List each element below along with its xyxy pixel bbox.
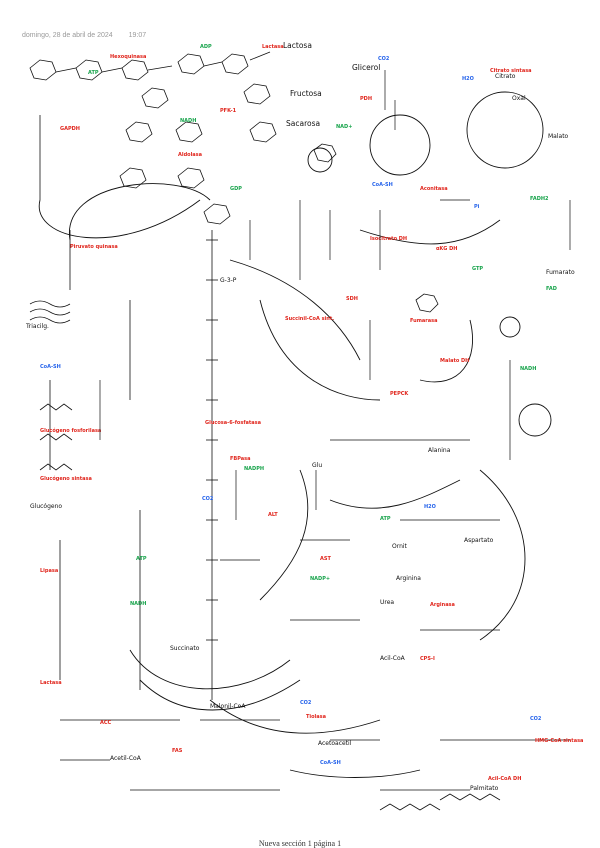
svg-text:H2O: H2O: [462, 76, 474, 82]
svg-text:Lactasa: Lactasa: [40, 680, 62, 686]
svg-text:ATP: ATP: [88, 70, 99, 76]
svg-text:Isocitrato DH: Isocitrato DH: [370, 236, 407, 242]
svg-text:Hexoquinasa: Hexoquinasa: [110, 54, 146, 60]
header-date: domingo, 28 de abril de 2024: [22, 32, 113, 39]
label-aspartato: Aspartato: [464, 537, 494, 544]
svg-text:CO2: CO2: [300, 700, 312, 706]
svg-text:FAD: FAD: [546, 286, 557, 292]
svg-text:Aldolasa: Aldolasa: [178, 152, 202, 158]
svg-text:CPS-I: CPS-I: [420, 656, 435, 662]
label-acetil-coa: Acetil-CoA: [110, 755, 142, 762]
enzyme-labels: Hexoquinasa PFK-1 Aldolasa GAPDH Piruvat…: [40, 54, 583, 782]
svg-text:PDH: PDH: [360, 96, 372, 102]
label-urea: Urea: [380, 599, 394, 606]
svg-text:Tiolasa: Tiolasa: [306, 714, 326, 720]
svg-text:Pi: Pi: [474, 204, 480, 210]
label-malato: Malato: [548, 133, 569, 140]
label-arginina: Arginina: [396, 575, 421, 582]
label-triglic: Triacilg.: [25, 323, 49, 330]
svg-text:Malato DH: Malato DH: [440, 358, 469, 364]
svg-text:Fumarasa: Fumarasa: [410, 318, 438, 324]
label-succinato: Succinato: [170, 645, 200, 652]
svg-text:AST: AST: [320, 556, 331, 562]
label-ornit: Ornit: [392, 543, 408, 550]
svg-text:NAD+: NAD+: [336, 124, 352, 130]
svg-text:FBPasa: FBPasa: [230, 456, 250, 462]
label-oxal: Oxal: [512, 95, 526, 102]
svg-text:NADH: NADH: [520, 366, 536, 372]
svg-text:Acil-CoA DH: Acil-CoA DH: [488, 776, 521, 782]
svg-text:Succinil-CoA sint.: Succinil-CoA sint.: [285, 316, 334, 322]
svg-text:SDH: SDH: [346, 296, 358, 302]
header-time: 19:07: [128, 32, 147, 39]
svg-text:Aconitasa: Aconitasa: [420, 186, 448, 192]
tca-cycle: [307, 91, 552, 437]
svg-text:Glucógeno sintasa: Glucógeno sintasa: [40, 475, 92, 482]
amino-area: [60, 439, 570, 791]
label-acetoacetil: Acetoacetil: [318, 740, 352, 747]
svg-text:ALT: ALT: [268, 512, 278, 518]
svg-text:GDP: GDP: [230, 186, 242, 192]
label-palmitato: Palmitato: [470, 785, 499, 792]
svg-text:CO2: CO2: [202, 496, 214, 502]
svg-text:Arginasa: Arginasa: [430, 602, 455, 608]
label-citrato: Citrato: [495, 73, 516, 80]
label-fructosa: Fructosa: [290, 89, 322, 98]
pathway-arrows: [38, 183, 526, 778]
svg-text:PEPCK: PEPCK: [390, 391, 409, 397]
label-glicerol: Glicerol: [352, 63, 380, 72]
glycolysis-chain: [206, 230, 218, 700]
svg-text:FADH2: FADH2: [530, 196, 549, 202]
label-alanina: Alanina: [428, 447, 451, 454]
svg-text:PFK-1: PFK-1: [220, 108, 237, 114]
svg-text:H2O: H2O: [424, 504, 436, 510]
label-glicogeno: Glucógeno: [30, 503, 62, 510]
svg-text:Glucógeno fosforilasa: Glucógeno fosforilasa: [40, 427, 101, 434]
svg-text:CO2: CO2: [530, 716, 542, 722]
svg-text:Lactasa: Lactasa: [262, 44, 284, 50]
svg-text:ADP: ADP: [200, 44, 212, 50]
energy-labels: ATP ADP NADH NAD+ FADH2 FAD GTP GDP NADP…: [88, 44, 557, 607]
svg-text:NADPH: NADPH: [244, 466, 264, 472]
label-malonil-coa: Malonil-CoA: [210, 703, 246, 710]
svg-text:Glucosa-6-fosfatasa: Glucosa-6-fosfatasa: [205, 420, 261, 426]
svg-text:CoA-SH: CoA-SH: [372, 182, 393, 188]
svg-text:Citrato sintasa: Citrato sintasa: [490, 68, 532, 74]
footer-page-label: Nueva sección 1 página 1: [258, 839, 342, 848]
label-fumarato: Fumarato: [546, 269, 575, 276]
page-footer: Nueva sección 1 página 1: [0, 839, 600, 848]
left-chains: [29, 115, 501, 811]
svg-text:ATP: ATP: [380, 516, 391, 522]
svg-text:ACC: ACC: [100, 720, 112, 726]
svg-text:GAPDH: GAPDH: [60, 126, 80, 132]
svg-text:NADH: NADH: [180, 118, 196, 124]
svg-text:αKG DH: αKG DH: [436, 246, 458, 252]
svg-text:Piruvato quinasa: Piruvato quinasa: [70, 244, 118, 250]
svg-text:ATP: ATP: [136, 556, 147, 562]
svg-text:NADP+: NADP+: [310, 576, 330, 582]
svg-text:Lipasa: Lipasa: [40, 568, 58, 574]
cofactor-labels: CO2 H2O Pi CoA-SH CoA-SH CO2 H2O CO2 CoA…: [40, 56, 542, 766]
svg-text:GTP: GTP: [472, 266, 483, 272]
svg-text:FAS: FAS: [172, 748, 183, 754]
svg-text:CO2: CO2: [378, 56, 390, 62]
svg-text:HMG-CoA sintasa: HMG-CoA sintasa: [535, 738, 583, 744]
label-glu: Glu: [312, 462, 322, 469]
svg-text:NADH: NADH: [130, 601, 146, 607]
svg-text:CoA-SH: CoA-SH: [40, 364, 61, 370]
label-g3p: G-3-P: [220, 277, 237, 284]
label-sacarosa: Sacarosa: [286, 119, 320, 128]
svg-text:CoA-SH: CoA-SH: [320, 760, 341, 766]
page-header: domingo, 28 de abril de 2024 19:07: [22, 32, 160, 39]
label-lactosa: Lactosa: [283, 41, 312, 50]
label-acil-coa: Acil-CoA: [380, 655, 406, 662]
structure-bonds: [99, 70, 571, 520]
